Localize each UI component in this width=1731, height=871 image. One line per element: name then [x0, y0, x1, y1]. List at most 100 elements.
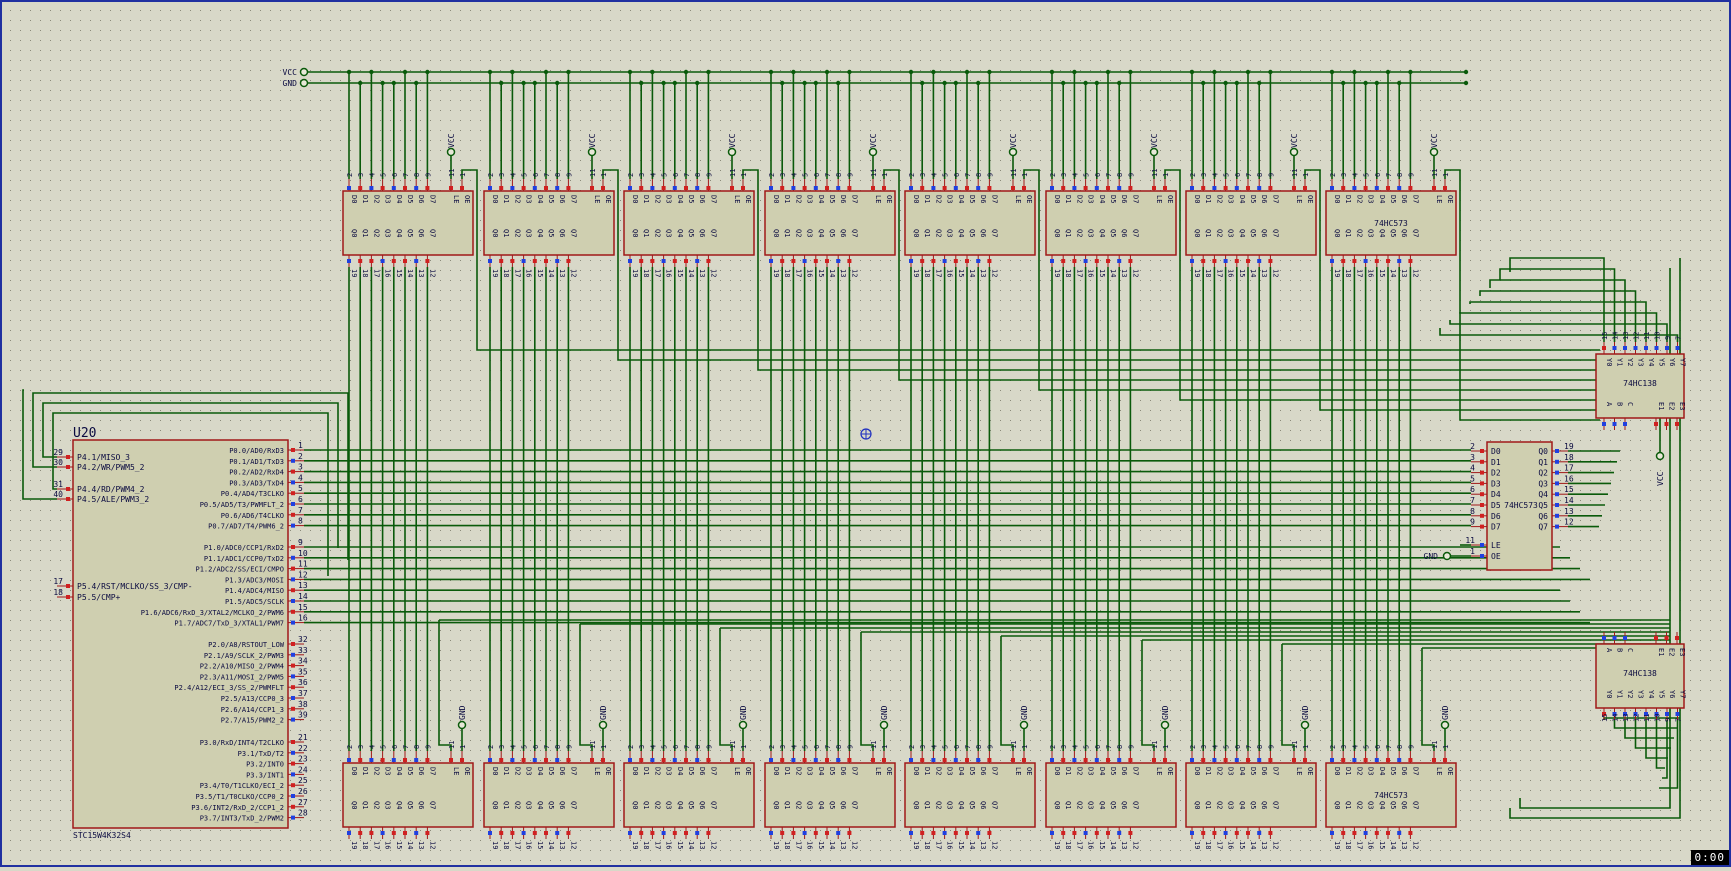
latch-body[interactable]: [342, 190, 474, 256]
latch-bottom-8[interactable]: 2D0Q0193D1Q1184D2Q2175D3Q3166D4Q4157D5Q5…: [1325, 741, 1457, 850]
pin-label: LE: [1155, 195, 1163, 203]
pin-label: D6: [417, 767, 425, 775]
pin-label: A: [1605, 648, 1613, 653]
pin-state-marker: [909, 831, 913, 835]
vcc-terminal-label: VCC: [869, 133, 878, 148]
pin-label: D6: [1260, 767, 1268, 775]
decoder-body[interactable]: [1595, 643, 1685, 709]
pin-state-marker: [791, 186, 796, 190]
decoder-out-wire: [1489, 279, 1626, 342]
latch-body[interactable]: [623, 190, 755, 256]
pin-number: 8: [835, 745, 843, 749]
pin-state-marker: [414, 186, 419, 190]
pin-label: P5.5/CMP+: [77, 593, 121, 602]
pin-label: D6: [1400, 195, 1408, 203]
gnd-terminal[interactable]: [299, 78, 309, 88]
pin-label: LE: [1435, 195, 1443, 203]
gnd-terminal-label: GND: [599, 705, 608, 720]
latch-body[interactable]: [342, 762, 474, 828]
pin-state-marker: [1341, 758, 1346, 762]
pin-label: Q2: [372, 229, 380, 237]
latch-body[interactable]: [764, 762, 896, 828]
pin-label: D0: [1491, 447, 1501, 456]
pin-label: Q2: [1215, 801, 1223, 809]
latch-top-1[interactable]: 2D0Q0193D1Q1184D2Q2175D3Q3166D4Q4157D5Q5…: [342, 169, 474, 278]
latch-bottom-5[interactable]: 2D0Q0193D1Q1184D2Q2175D3Q3166D4Q4157D5Q5…: [904, 741, 1036, 850]
pin-number: 5: [1470, 474, 1475, 483]
pin-label: D4: [395, 195, 403, 203]
pin-label: Q2: [1215, 229, 1223, 237]
latch-body[interactable]: [904, 190, 1036, 256]
pin-number: 31: [53, 480, 63, 489]
pin-state-marker: [650, 758, 655, 762]
pin-label: D6: [1400, 767, 1408, 775]
latch-bottom-1[interactable]: 2D0Q0193D1Q1184D2Q2175D3Q3166D4Q4157D5Q5…: [342, 741, 474, 850]
latch-body[interactable]: [1486, 441, 1553, 571]
latch-top-3[interactable]: 2D0Q0193D1Q1184D2Q2175D3Q3166D4Q4157D5Q5…: [623, 169, 755, 278]
latch-body[interactable]: [904, 762, 1036, 828]
latch-top-8[interactable]: 2D0Q0193D1Q1184D2Q2175D3Q3166D4Q4157D5Q5…: [1325, 169, 1457, 278]
pin-label: D1: [1204, 195, 1212, 203]
pin-number: 17: [513, 269, 521, 277]
latch-body[interactable]: [764, 190, 896, 256]
latch-middle[interactable]: 2D019Q03D118Q14D217Q25D316Q36D415Q47D514…: [1465, 441, 1574, 571]
mcu-body[interactable]: [72, 439, 289, 829]
pin-label: Q7: [1131, 229, 1139, 237]
pin-state-marker: [1480, 513, 1484, 518]
pin-label: Y4: [1647, 690, 1655, 698]
latch-top-4[interactable]: 2D0Q0193D1Q1184D2Q2175D3Q3166D4Q4157D5Q5…: [764, 169, 896, 278]
latch-body[interactable]: [1045, 190, 1177, 256]
pin-number: 12: [1633, 714, 1641, 722]
pin-state-marker: [510, 186, 515, 190]
latch-bottom-2[interactable]: 2D0Q0193D1Q1184D2Q2175D3Q3166D4Q4157D5Q5…: [483, 741, 615, 850]
latch-top-7[interactable]: 2D0Q0193D1Q1184D2Q2175D3Q3166D4Q4157D5Q5…: [1185, 169, 1317, 278]
pin-state-marker: [1268, 831, 1273, 835]
probe-marker[interactable]: [860, 428, 872, 440]
junction-dot: [824, 69, 830, 75]
vcc-terminal: [1149, 147, 1159, 157]
pin-state-marker: [661, 186, 666, 190]
pin-state-marker: [802, 758, 807, 762]
latch-body[interactable]: [483, 762, 615, 828]
latch-body[interactable]: [483, 190, 615, 256]
pin-state-marker: [1352, 259, 1357, 263]
pin-state-marker: [1117, 259, 1122, 263]
latch-bottom-3[interactable]: 2D0Q0193D1Q1184D2Q2175D3Q3166D4Q4157D5Q5…: [623, 741, 755, 850]
gnd-terminal: [598, 720, 608, 730]
gnd-terminal-label: GND: [739, 705, 748, 720]
latch-body[interactable]: [1325, 762, 1457, 828]
latch-bottom-7[interactable]: 2D0Q0193D1Q1184D2Q2175D3Q3166D4Q4157D5Q5…: [1185, 741, 1317, 850]
pin-state-marker: [650, 186, 655, 190]
latch-body[interactable]: [1185, 762, 1317, 828]
latch-top-6[interactable]: 2D0Q0193D1Q1184D2Q2175D3Q3166D4Q4157D5Q5…: [1045, 169, 1177, 278]
latch-bottom-6[interactable]: 2D0Q0193D1Q1184D2Q2175D3Q3166D4Q4157D5Q5…: [1045, 741, 1177, 850]
vcc-terminal[interactable]: [299, 67, 309, 77]
latch-body[interactable]: [1185, 190, 1317, 256]
pin-label: P2.1/A9/SCLK_2/PWM3: [204, 652, 284, 660]
mcu-u20[interactable]: U20STC15W4K32S429P4.1/MISO_330P4.2/WR/PW…: [53, 426, 307, 840]
latch-top-2[interactable]: 2D0Q0193D1Q1184D2Q2175D3Q3166D4Q4157D5Q5…: [483, 169, 615, 278]
pin-state-marker: [391, 186, 396, 190]
latch-body[interactable]: [1045, 762, 1177, 828]
pin-number: 13: [1400, 269, 1408, 277]
pin-number: 18: [361, 841, 369, 849]
latch-top-5[interactable]: 2D0Q0193D1Q1184D2Q2175D3Q3166D4Q4157D5Q5…: [904, 169, 1036, 278]
wires-layer: [22, 69, 1681, 819]
latch-body[interactable]: [1325, 190, 1457, 256]
pin-state-marker: [1612, 422, 1617, 426]
pin-number: 14: [687, 269, 695, 277]
pin-state-marker: [802, 186, 807, 190]
pin-state-marker: [555, 758, 560, 762]
decoder-body[interactable]: [1595, 353, 1685, 419]
pin-state-marker: [965, 259, 969, 263]
junction-dot: [908, 69, 914, 75]
latch-body[interactable]: [623, 762, 755, 828]
latch-bottom-4[interactable]: 2D0Q0193D1Q1184D2Q2175D3Q3166D4Q4157D5Q5…: [764, 741, 896, 850]
pin-state-marker: [291, 609, 295, 614]
pin-number: 9: [424, 173, 432, 177]
pin-label: D7: [990, 195, 998, 203]
